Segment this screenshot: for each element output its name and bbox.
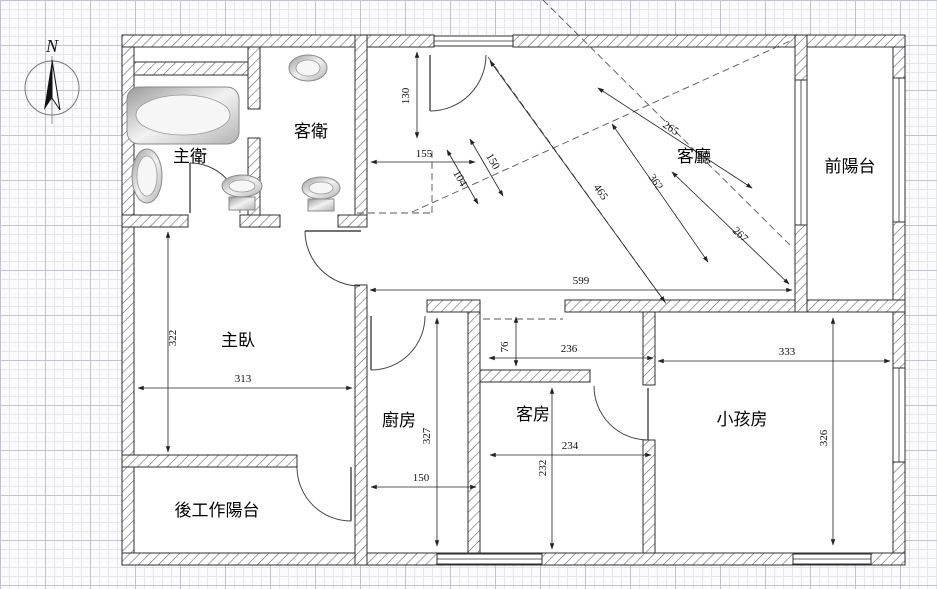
- wall-kitchen-top: [426, 299, 481, 313]
- dimension-lines-group: [137, 51, 891, 550]
- guestroom-door-arc: [593, 385, 649, 441]
- dim-326: 326: [818, 429, 830, 446]
- dimline-267: [671, 171, 790, 285]
- wall-top-right: [512, 34, 906, 48]
- wall-guestroom-top: [479, 369, 591, 383]
- guestbath-toilet-tank: [307, 198, 335, 212]
- compass-needle-light: [51, 59, 61, 111]
- masterbedroom-door-arc: [304, 230, 361, 287]
- wall-main-vertical-upper: [354, 34, 368, 228]
- wall-balcony-left-upper: [794, 34, 808, 81]
- room-label-kids-room: 小孩房: [717, 410, 768, 429]
- wall-bath-niche: [133, 61, 251, 76]
- room-label-master-bedroom: 主臥: [221, 331, 255, 350]
- room-label-guest-bath: 客衛: [294, 122, 328, 141]
- fixtures-group: [126, 54, 341, 212]
- windows-group: [433, 35, 906, 565]
- north-compass: N: [24, 36, 80, 124]
- masterbath-sink-bowl: [136, 155, 158, 197]
- compass-needle-dark: [44, 60, 52, 110]
- dim-599: 599: [573, 275, 590, 287]
- wall-kidsroom-left-upper: [642, 311, 656, 386]
- dim-150-kitchen: 150: [413, 472, 430, 484]
- dim-155: 155: [416, 148, 433, 160]
- room-label-kitchen: 廚房: [382, 410, 416, 430]
- dim-232: 232: [537, 460, 549, 477]
- wall-bath-bottom-c: [337, 214, 368, 228]
- room-label-living: 客廳: [677, 147, 711, 166]
- guestbath-toilet-bowl: [308, 181, 334, 195]
- wall-bath-bottom-b: [239, 214, 281, 228]
- room-labels-group: 主衛 客衛 客廳 前陽台 主臥 廚房 客房 小孩房 後工作陽台: [173, 122, 876, 520]
- north-label: N: [45, 36, 59, 56]
- dim-327: 327: [421, 427, 433, 444]
- wall-living-bottom: [564, 299, 906, 313]
- wall-kidsroom-left-lower: [642, 439, 656, 554]
- doors-group: [189, 54, 649, 522]
- kitchen-door-arc: [370, 315, 426, 371]
- dim-333: 333: [779, 346, 796, 358]
- masterbath-toilet-tank: [228, 196, 256, 211]
- wall-balcony-left-lower: [794, 224, 808, 313]
- guestbath-sink-bowl: [295, 59, 321, 77]
- entry-door-arc: [429, 54, 487, 112]
- wall-top-left: [121, 34, 435, 48]
- wall-main-vertical-lower: [354, 284, 368, 566]
- masterbath-toilet-bowl: [228, 179, 256, 193]
- wall-kitchen-right: [467, 311, 481, 554]
- wall-bath-bottom-a: [121, 214, 189, 228]
- dimline-465: [489, 60, 666, 303]
- wall-bedroom-bottom: [121, 454, 298, 468]
- dim-236: 236: [561, 343, 578, 355]
- dim-234: 234: [562, 440, 579, 452]
- room-label-front-balcony: 前陽台: [825, 157, 876, 176]
- room-label-master-bath: 主衛: [173, 147, 207, 166]
- room-label-rear-balcony: 後工作陽台: [175, 501, 260, 520]
- dim-76: 76: [499, 341, 511, 353]
- bathtub-basin: [135, 94, 231, 136]
- wall-guestbath-left-upper: [247, 46, 261, 110]
- dim-130: 130: [400, 87, 412, 104]
- dim-313: 313: [235, 373, 252, 385]
- room-label-guest-room: 客房: [516, 405, 550, 424]
- dim-322: 322: [167, 330, 179, 347]
- rearbalcony-door-arc: [296, 466, 352, 522]
